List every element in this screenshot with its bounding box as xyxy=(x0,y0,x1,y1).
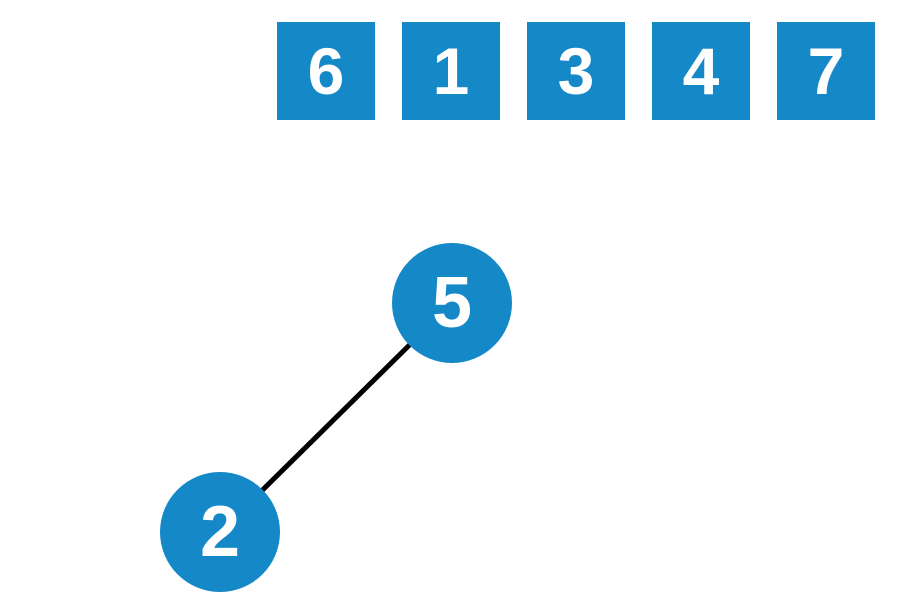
tree-node-5: 5 xyxy=(392,243,512,363)
queue-item-4: 4 xyxy=(652,22,750,120)
tree-node-2: 2 xyxy=(160,472,280,592)
queue-item-3: 3 xyxy=(527,22,625,120)
queue-item-7: 7 xyxy=(777,22,875,120)
queue-item-6: 6 xyxy=(277,22,375,120)
queue-item-1: 1 xyxy=(402,22,500,120)
